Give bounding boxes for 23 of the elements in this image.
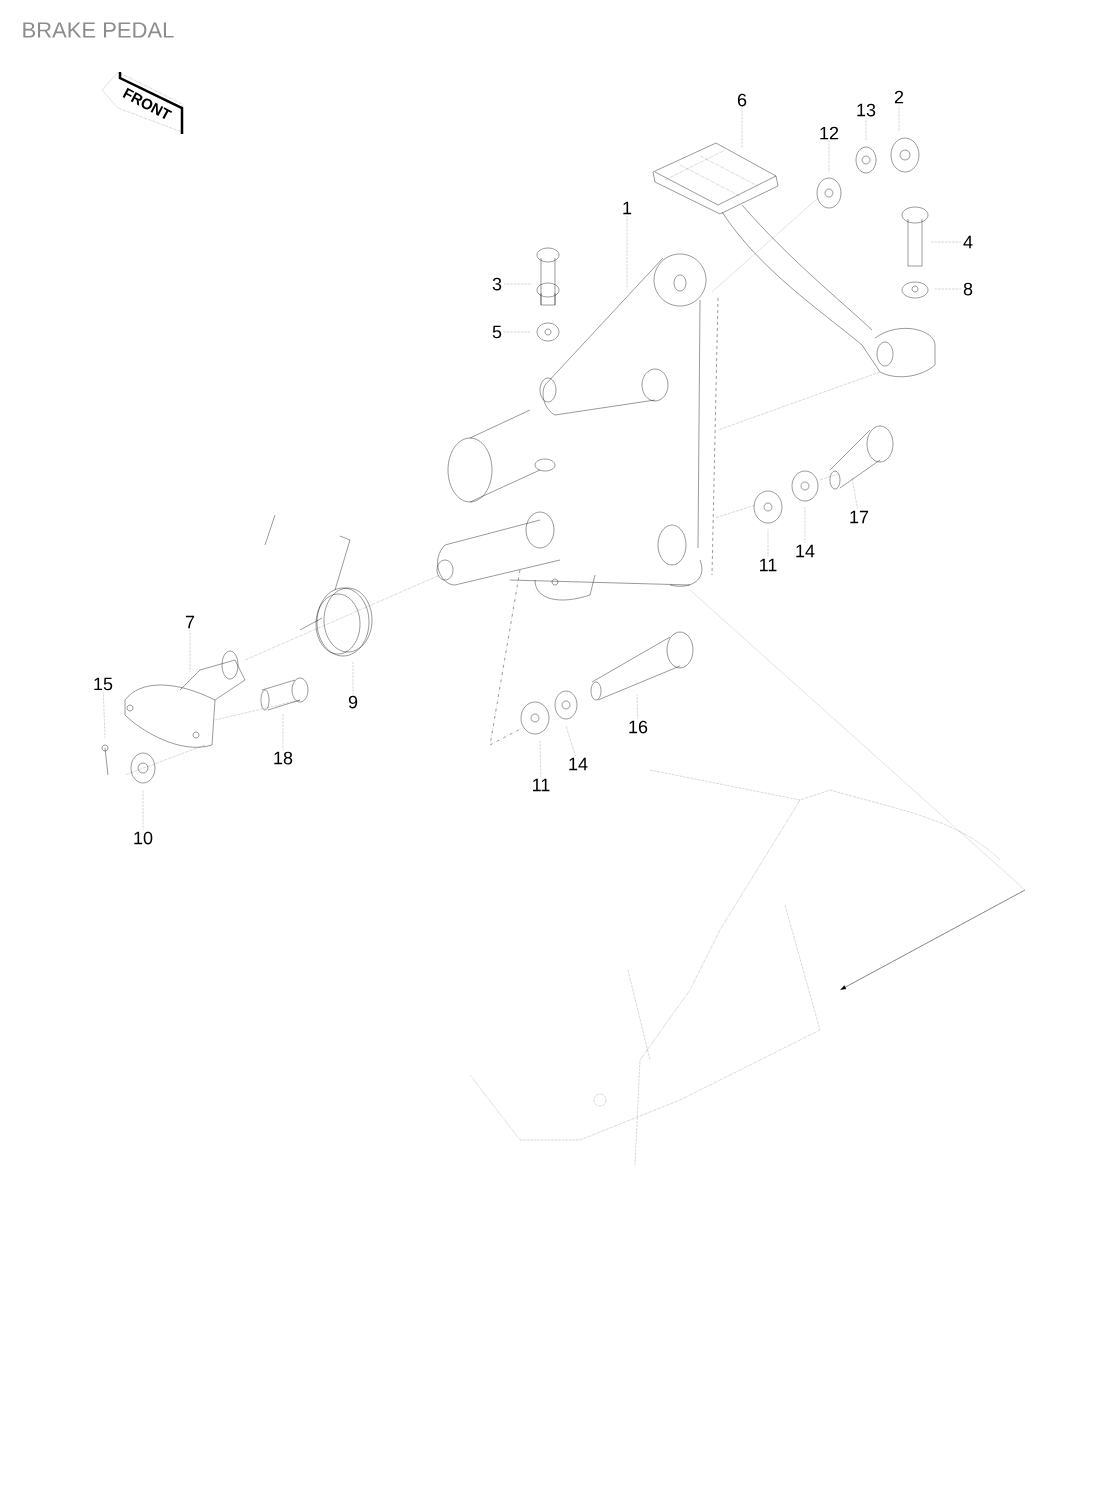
leader-line xyxy=(565,725,576,756)
callout-number: 15 xyxy=(94,677,113,691)
callout-number: 3 xyxy=(492,277,502,291)
callout-number: 4 xyxy=(963,235,973,249)
callout-number: 9 xyxy=(348,695,358,709)
callout-number: 8 xyxy=(963,282,973,296)
callout-number: 16 xyxy=(629,720,648,734)
callout-number: 5 xyxy=(492,325,502,339)
callout-number: 2 xyxy=(894,90,904,104)
callout-number: 11 xyxy=(533,778,550,792)
callout-number: 17 xyxy=(850,510,869,524)
callout-number: 18 xyxy=(274,751,293,765)
callout-number: 12 xyxy=(820,126,839,140)
callout-number: 6 xyxy=(737,93,747,107)
leader-line xyxy=(851,477,858,509)
callout-number: 14 xyxy=(796,544,815,558)
callout-number: 10 xyxy=(134,831,153,845)
callout-number: 13 xyxy=(857,103,876,117)
callout-number: 1 xyxy=(623,201,632,215)
callout-number: 7 xyxy=(185,615,195,629)
callout-number: 11 xyxy=(760,558,777,572)
callout-number: 14 xyxy=(569,757,588,771)
title: BRAKE PEDAL xyxy=(23,22,174,38)
